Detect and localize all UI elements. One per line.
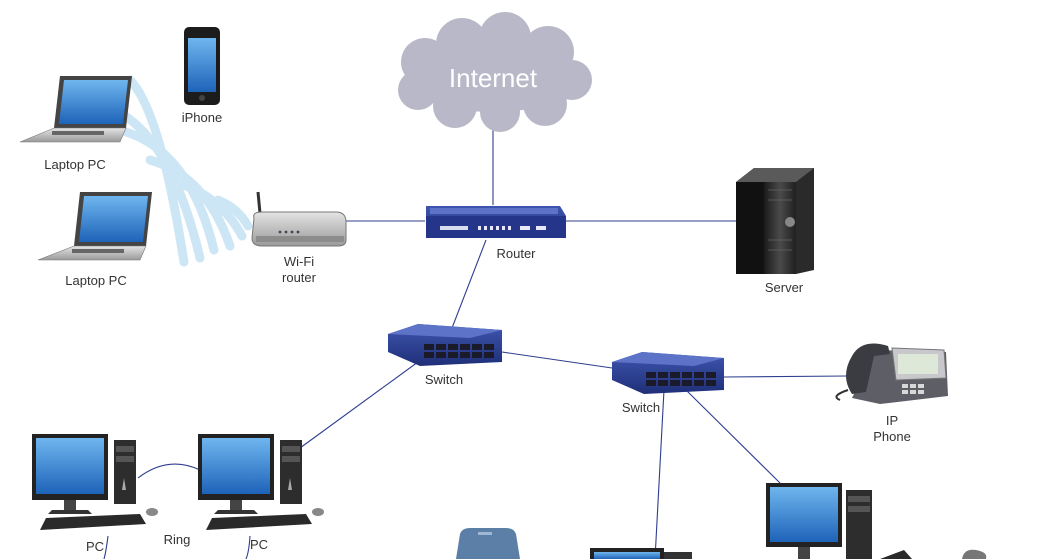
server: Server: [736, 168, 814, 295]
ring-link: [137, 463, 201, 479]
switch-right: Switch: [612, 352, 724, 415]
headset-partial: [962, 549, 987, 559]
internet-label: Internet: [449, 63, 538, 93]
pc-left: PC: [32, 434, 158, 554]
iphone-label: iPhone: [182, 110, 222, 125]
link-switch-down-2: [685, 389, 781, 484]
router: Router: [426, 206, 566, 261]
switch-left: Switch: [388, 324, 502, 387]
ip-phone-label-line2: Phone: [873, 429, 911, 444]
server-label: Server: [765, 280, 804, 295]
switch-right-label: Switch: [622, 400, 660, 415]
ip-phone-label-line1: IP: [886, 413, 898, 428]
router-label: Router: [496, 246, 536, 261]
laptop-top-label: Laptop PC: [44, 157, 105, 172]
wifi-waves: [105, 75, 253, 267]
pc-right: PC: [198, 434, 324, 552]
pc-bottom-partial: [590, 548, 692, 559]
wifi-router-label-line1: Wi-Fi: [284, 254, 314, 269]
link-switch-switch: [501, 351, 613, 369]
wifi-router-label-line2: router: [282, 270, 317, 285]
pc-right-label: PC: [250, 537, 268, 552]
pc-left-label: PC: [86, 539, 104, 554]
ip-phone: IP Phone: [835, 343, 948, 444]
ring-link-lower: [103, 535, 109, 559]
wifi-router: Wi-Fi router: [251, 191, 347, 285]
link-switch-pc-ring: [299, 361, 419, 449]
internet-cloud: Internet: [398, 12, 592, 132]
link-switch-ipphone: [722, 375, 849, 378]
ring-label: Ring: [164, 532, 191, 547]
connection-lines: [103, 128, 849, 559]
laptop-bottom-label: Laptop PC: [65, 273, 126, 288]
laptop-bottom: Laptop PC: [37, 192, 152, 288]
link-switch-down-1: [654, 389, 665, 559]
pc-bottom-right: [766, 483, 912, 559]
link-router-switch: [451, 239, 487, 329]
iphone: iPhone: [182, 27, 222, 125]
switch-left-label: Switch: [425, 372, 463, 387]
scanner-partial: [456, 528, 520, 559]
laptop-top: Laptop PC: [19, 76, 132, 172]
ring-link-lower-right: [245, 535, 251, 559]
